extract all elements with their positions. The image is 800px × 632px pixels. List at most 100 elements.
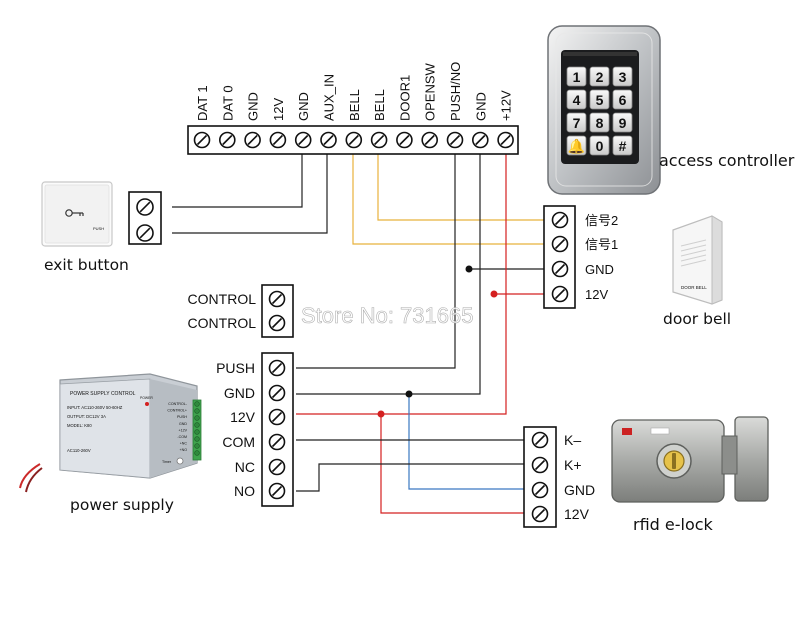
- green-terminal-screw-icon: [194, 429, 200, 435]
- power-led-icon: [145, 402, 149, 406]
- screw-terminal-icon: [136, 198, 154, 216]
- screw-terminal-icon: [268, 458, 286, 476]
- controller-terminal-label: PUSH/NO: [448, 62, 463, 121]
- controller-terminal-label: DAT 0: [220, 85, 235, 121]
- controller-terminal-label: AUX_IN: [322, 74, 337, 121]
- keypad-key-label: 0: [596, 138, 604, 154]
- door-bell-device: DOOR BELL: [672, 215, 723, 305]
- green-terminal-screw-icon: [194, 443, 200, 449]
- controller-terminal-label: 12V: [271, 98, 286, 121]
- ps-box-bottom: AC110-260V: [67, 448, 91, 453]
- wire-push: [296, 140, 456, 369]
- screw-terminal-icon: [551, 285, 569, 303]
- screw-terminal-icon: [269, 131, 287, 149]
- keypad-key-label: 🔔: [568, 138, 585, 155]
- controller-terminal-label: DOOR1: [397, 75, 412, 121]
- e-lock-caption: rfid e-lock: [633, 515, 714, 534]
- ps-box-title: POWER SUPPLY CONTROL: [70, 391, 136, 397]
- screw-terminal-icon: [268, 290, 286, 308]
- ps-led-label: POWER: [140, 396, 153, 400]
- timer-knob-icon: [176, 457, 184, 465]
- green-terminal-screw-icon: [194, 415, 200, 421]
- power-terminal-label: NC: [235, 459, 255, 475]
- green-terminal-screw-icon: [194, 401, 200, 407]
- keypad-key: 1: [566, 66, 587, 87]
- keypad-key: 🔔: [566, 135, 587, 156]
- lock-terminal-label: K+: [564, 457, 582, 473]
- green-terminal-screw-icon: [194, 408, 200, 414]
- screw-terminal-icon: [471, 131, 489, 149]
- keypad-key: 0: [589, 135, 610, 156]
- keypad-key-label: 9: [619, 115, 627, 131]
- screw-terminal-icon: [193, 131, 211, 149]
- controller-terminal-label: BELL: [372, 89, 387, 121]
- lock-terminal-label: K–: [564, 432, 581, 448]
- keypad-key: 2: [589, 66, 610, 87]
- green-terminal-screw-icon: [194, 450, 200, 456]
- bell-terminal-label: 信号1: [585, 237, 618, 252]
- keypad-key-label: 7: [573, 115, 581, 131]
- green-terminal-screw-icon: [194, 422, 200, 428]
- control-terminal-labels: CONTROL CONTROL: [188, 291, 257, 331]
- key-icon: [65, 209, 84, 217]
- speaker-grille: [680, 239, 707, 267]
- screw-terminal-icon: [320, 131, 337, 149]
- screw-terminal-icon: [551, 260, 569, 278]
- lock-terminal-label: 12V: [564, 506, 590, 522]
- controller-terminal-strip: [187, 125, 519, 155]
- screw-terminal-icon: [219, 131, 236, 149]
- ps-side-label: +NO: [180, 448, 188, 452]
- ps-timer-label: Timer: [162, 460, 172, 464]
- screw-terminal-icon: [268, 482, 286, 500]
- ps-side-label: PUSH: [177, 415, 187, 419]
- wire-bell-signal1: [352, 140, 550, 245]
- power-terminal-label: PUSH: [216, 360, 255, 376]
- controller-terminal-label: DAT 1: [195, 85, 210, 121]
- screw-terminal-icon: [446, 131, 464, 149]
- keypad-key: 9: [612, 112, 633, 133]
- control-terminal-label: CONTROL: [188, 291, 257, 307]
- keypad-key-label: 1: [573, 69, 581, 85]
- ps-box-line-1: INPUT: AC110-260V 50-60HZ: [67, 405, 123, 410]
- power-supply-caption: power supply: [70, 496, 174, 514]
- bell-terminal-label: 信号2: [585, 213, 618, 228]
- screw-terminal-icon: [268, 408, 286, 426]
- wire-lock-12v: [380, 414, 530, 514]
- wire-12v-main: [296, 140, 507, 415]
- keypad-key: 4: [566, 89, 587, 110]
- exit-button-device: PUSH: [41, 181, 113, 247]
- wire-bell-signal2: [377, 140, 550, 221]
- keypad-key-label: 4: [573, 92, 581, 108]
- keypad-key: 6: [612, 89, 633, 110]
- power-terminal-block: [261, 352, 294, 507]
- screw-terminal-icon: [396, 131, 413, 149]
- controller-terminal-label: +12V: [499, 90, 514, 121]
- ps-box-line-2: OUTPUT: DC12V 3A: [67, 414, 106, 419]
- power-terminal-label: NO: [234, 483, 255, 499]
- screw-terminal-icon: [268, 359, 286, 377]
- screw-terminal-icon: [551, 211, 569, 229]
- screw-terminal-icon: [268, 314, 286, 332]
- junction-dot: [377, 410, 385, 418]
- keypad-key: 3: [612, 66, 633, 87]
- screw-terminal-icon: [370, 131, 388, 149]
- keypad-key: #: [612, 135, 633, 156]
- power-terminal-label: GND: [224, 385, 255, 401]
- controller-terminal-label: GND: [246, 92, 261, 121]
- control-terminal-label: CONTROL: [188, 315, 257, 331]
- door-bell-device-text: DOOR BELL: [681, 285, 707, 290]
- power-terminal-label: COM: [222, 434, 255, 450]
- screw-terminal-icon: [136, 224, 154, 242]
- wire-no: [296, 463, 530, 492]
- ps-box-line-3: MODEL: K80: [67, 423, 92, 428]
- screw-terminal-icon: [268, 384, 286, 402]
- wire-exit-aux: [172, 140, 328, 234]
- ps-side-label: CONTROL-: [168, 402, 188, 406]
- wire-lock-gnd: [408, 394, 530, 490]
